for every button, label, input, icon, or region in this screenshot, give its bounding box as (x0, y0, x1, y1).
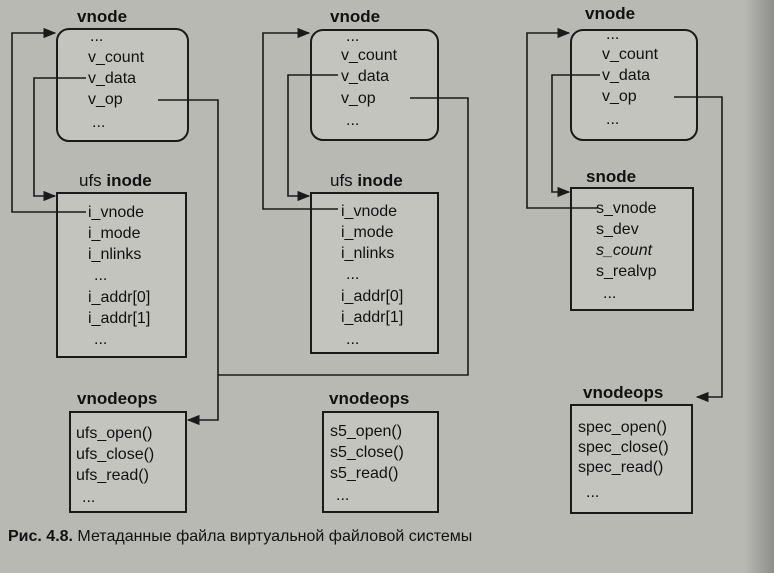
vnodeops-title: vnodeops (329, 389, 409, 408)
arrow-v-data-to-inode-2 (287, 74, 338, 202)
page-edge-shadow (744, 0, 774, 573)
arrow-s-vnode-to-vnode-3 (526, 27, 598, 209)
vnode-field-v-op: v_op (602, 88, 637, 105)
column-1: vnode ... v_count v_data v_op ... ufs in… (11, 7, 219, 513)
vnode-field-v-op: v_op (88, 91, 123, 108)
inode-title-bold: inode (106, 171, 151, 190)
vnode-title: vnode (77, 7, 127, 26)
inode-field-i-nlinks: i_nlinks (88, 246, 141, 263)
inode-field-i-addr-1: i_addr[1] (341, 309, 403, 326)
vnodeops-field: ... (336, 487, 349, 504)
arrow-i-vnode-to-vnode-1 (11, 27, 86, 213)
arrow-v-op-3-to-vnodeops-3 (674, 96, 723, 403)
arrow-i-vnode-to-vnode-2 (262, 27, 338, 210)
inode-title-prefix: ufs (79, 171, 106, 190)
vnode-field-v-count: v_count (602, 46, 659, 63)
vnodeops-field: ... (586, 484, 599, 501)
inode-title-bold: inode (357, 171, 402, 190)
vnodeops-field: ... (82, 489, 95, 506)
vnodeops-box-3: vnodeops spec_open() spec_close() spec_r… (570, 383, 693, 514)
inode-field-i-addr-0: i_addr[0] (88, 289, 150, 306)
snode-field: ... (603, 285, 616, 302)
inode-box-1: ufs inode i_vnode i_mode i_nlinks ... i_… (56, 171, 187, 358)
inode-title: ufs inode (330, 171, 403, 190)
vnodeops-field: ufs_close() (76, 446, 154, 463)
inode-field-i-mode: i_mode (88, 225, 141, 242)
figure-caption-label: Рис. 4.8. (8, 528, 73, 545)
figure-caption-text: Метаданные файла виртуальной файловой си… (72, 528, 473, 545)
arrow-v-op-2-to-vnodeops-1 (218, 97, 469, 376)
inode-title-prefix: ufs (330, 171, 357, 190)
vnodeops-field: spec_open() (578, 419, 667, 436)
vnode-title: vnode (585, 4, 635, 23)
vnode-field-v-op: v_op (341, 90, 376, 107)
vnode-field: ... (346, 112, 359, 129)
vnodeops-title: vnodeops (583, 383, 663, 402)
inode-field-i-vnode: i_vnode (88, 204, 144, 221)
vnode-box-3: vnode ... v_count v_data v_op ... (570, 4, 698, 141)
vnodeops-field: s5_read() (330, 465, 398, 482)
inode-field: ... (94, 267, 107, 284)
vnode-field: ... (606, 26, 619, 43)
snode-field-s-count: s_count (596, 242, 653, 259)
vnode-field-v-data: v_data (341, 68, 389, 85)
vnode-field-v-count: v_count (88, 49, 145, 66)
vnode-field: ... (606, 111, 619, 128)
vnode-box-1: vnode ... v_count v_data v_op ... (56, 7, 189, 142)
vnodeops-box-2: vnodeops s5_open() s5_close() s5_read() … (322, 389, 439, 513)
vnodeops-title: vnodeops (77, 389, 157, 408)
column-2: vnode ... v_count v_data v_op ... ufs in… (218, 7, 469, 513)
snode-title: snode (586, 167, 636, 186)
inode-title: ufs inode (79, 171, 152, 190)
figure-caption: Рис. 4.8. Метаданные файла виртуальной ф… (8, 528, 472, 546)
vnodeops-field: ufs_read() (76, 467, 149, 484)
vnode-field: ... (346, 28, 359, 45)
inode-field: ... (346, 331, 359, 348)
vnode-field-v-count: v_count (341, 47, 398, 64)
inode-field-i-vnode: i_vnode (341, 203, 397, 220)
arrow-v-data-to-snode (551, 74, 600, 198)
vnodeops-field: ufs_open() (76, 425, 153, 442)
arrow-v-data-to-inode-1 (33, 77, 86, 202)
inode-field-i-mode: i_mode (341, 224, 394, 241)
inode-field: ... (94, 331, 107, 348)
vnodeops-field: spec_close() (578, 439, 669, 456)
snode-box: snode s_vnode s_dev s_count s_realvp ... (570, 167, 694, 311)
inode-field-i-addr-1: i_addr[1] (88, 310, 150, 327)
vnodeops-field: s5_close() (330, 444, 404, 461)
inode-field-i-nlinks: i_nlinks (341, 245, 394, 262)
vnode-field: ... (92, 114, 105, 131)
vnodeops-field: spec_read() (578, 459, 663, 476)
snode-field-s-dev: s_dev (596, 221, 639, 238)
column-3: vnode ... v_count v_data v_op ... snode … (526, 4, 723, 514)
inode-field-i-addr-0: i_addr[0] (341, 288, 403, 305)
inode-field: ... (346, 266, 359, 283)
vnodeops-box-1: vnodeops ufs_open() ufs_close() ufs_read… (69, 389, 187, 513)
arrow-v-op-to-vnodeops-1 (158, 99, 219, 426)
vnodeops-field: s5_open() (330, 423, 402, 440)
vnode-box-2: vnode ... v_count v_data v_op ... (310, 7, 439, 141)
snode-field-s-vnode: s_vnode (596, 200, 657, 217)
vnode-title: vnode (330, 7, 380, 26)
vnode-field-v-data: v_data (88, 70, 136, 87)
vnode-field: ... (90, 28, 103, 45)
snode-field-s-realvp: s_realvp (596, 263, 657, 280)
vnode-field-v-data: v_data (602, 67, 650, 84)
inode-box-2: ufs inode i_vnode i_mode i_nlinks ... i_… (310, 171, 439, 354)
